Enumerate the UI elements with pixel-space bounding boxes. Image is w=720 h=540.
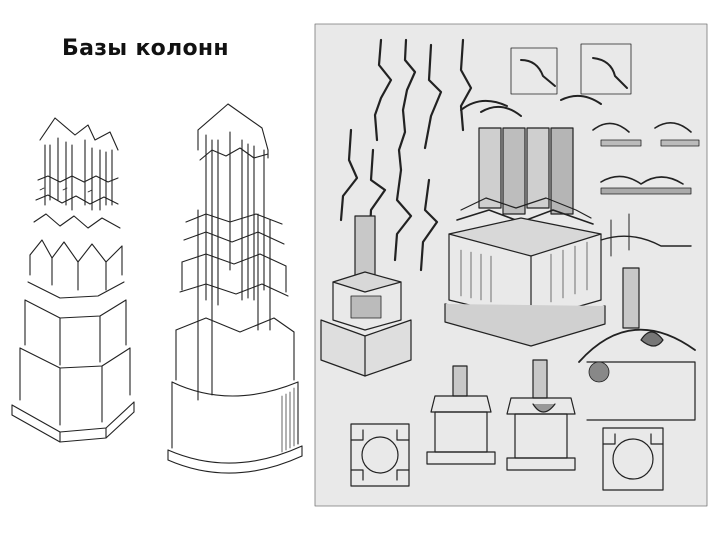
pier-base-left [11, 117, 135, 443]
lower-bases [426, 359, 576, 471]
ornament-details [592, 122, 700, 257]
pier-base-right [167, 103, 303, 474]
plan-drawings [350, 423, 664, 491]
small-column-base [320, 215, 412, 377]
clustered-pier-base [444, 127, 606, 347]
slide-title: Базы колонн [62, 36, 229, 61]
column-bases-engraving-plate [314, 23, 708, 507]
column-bases-line-drawing [11, 103, 303, 474]
profile-boxes [460, 43, 632, 117]
arch-corbel [578, 267, 696, 421]
